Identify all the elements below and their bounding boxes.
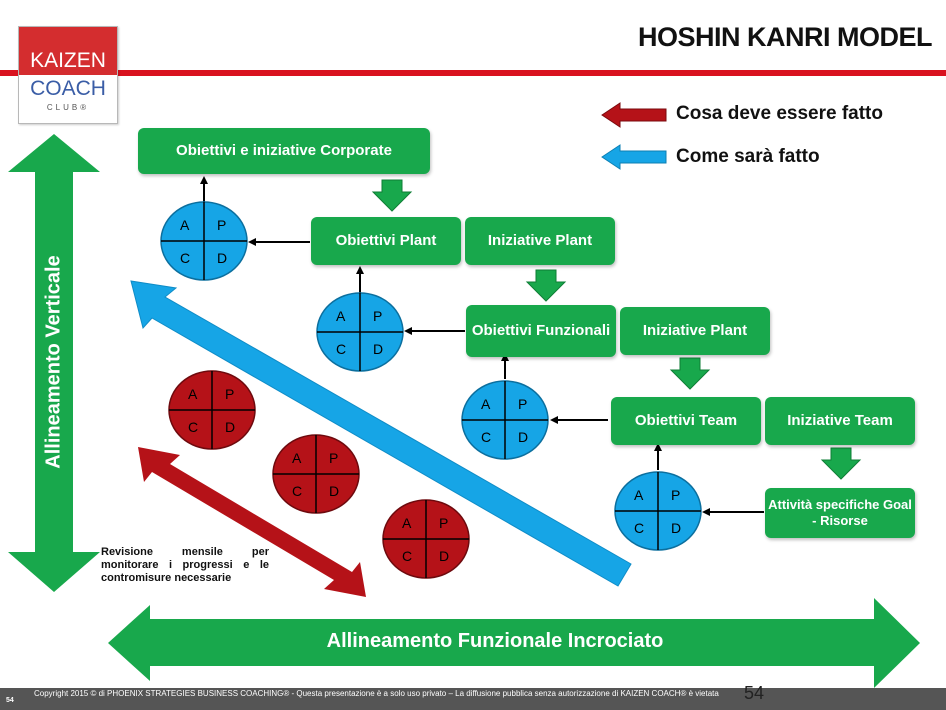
- pdca-a: A: [292, 450, 302, 466]
- horizontal-alignment-arrow: [108, 598, 920, 688]
- monthly-review-note: Revisione mensile per monitorare i progr…: [101, 546, 269, 585]
- pdca-letters-red-3: A P C D: [383, 500, 469, 578]
- pdca-c: C: [634, 520, 645, 536]
- pdca-letters-blue-2: A P C D: [317, 293, 403, 371]
- legend-red-arrow: [601, 102, 667, 128]
- pdca-letters-blue-3: A P C D: [462, 381, 548, 459]
- pdca-circle-blue-1: [160, 201, 248, 281]
- logo: KAIZEN COACH CLUB®: [18, 26, 118, 124]
- down-arrow-2: [525, 269, 567, 302]
- page-title: HOSHIN KANRI MODEL: [638, 22, 933, 52]
- box-attivita-specifiche: Attività specifiche Goal - Risorse: [765, 488, 915, 538]
- header-rule: [0, 70, 946, 76]
- logo-line-3: CLUB®: [46, 103, 90, 112]
- pdca-a: A: [634, 487, 644, 503]
- pdca-circle-red-3: [382, 499, 470, 579]
- pdca-d: D: [329, 483, 340, 499]
- footer-copyright: Copyright 2015 © di PHOENIX STRATEGIES B…: [34, 689, 719, 698]
- box-iniziative-team: Iniziative Team: [765, 397, 915, 445]
- pdca-circle-blue-4: [614, 471, 702, 551]
- down-arrow-3: [669, 357, 711, 390]
- pdca-circle-blue-3: [461, 380, 549, 460]
- pdca-c: C: [188, 419, 199, 435]
- pdca-c: C: [481, 429, 492, 445]
- down-arrow-4: [820, 447, 862, 480]
- pdca-a: A: [180, 217, 190, 233]
- pdca-d: D: [225, 419, 236, 435]
- logo-band: [19, 27, 117, 75]
- box-iniziative-plant-2: Iniziative Plant: [620, 307, 770, 355]
- blue-diagonal-arrow: [130, 280, 632, 587]
- pdca-p: P: [373, 308, 383, 324]
- pdca-p: P: [518, 396, 528, 412]
- pdca-c: C: [336, 341, 347, 357]
- pdca-p: P: [439, 515, 449, 531]
- pdca-letters-blue-4: A P C D: [615, 472, 701, 550]
- pdca-d: D: [671, 520, 682, 536]
- red-diagonal-arrow: [138, 447, 366, 597]
- box-obiettivi-funzionali: Obiettivi Funzionali: [466, 305, 616, 357]
- pdca-a: A: [481, 396, 491, 412]
- legend-red-label: Cosa deve essere fatto: [676, 103, 883, 124]
- pdca-p: P: [217, 217, 227, 233]
- vertical-alignment-label: Allineamento Verticale: [42, 255, 65, 469]
- slide-number: 54: [744, 683, 765, 703]
- pdca-letters-red-1: A P C D: [169, 371, 255, 449]
- logo-line-2: COACH: [30, 77, 106, 100]
- pdca-d: D: [373, 341, 384, 357]
- pdca-d: D: [518, 429, 529, 445]
- footer-bar: 54 Copyright 2015 © di PHOENIX STRATEGIE…: [0, 688, 946, 710]
- pdca-circle-red-1: [168, 370, 256, 450]
- pdca-circle-red-2: [272, 434, 360, 514]
- pdca-a: A: [402, 515, 412, 531]
- pdca-circle-blue-2: [316, 292, 404, 372]
- footer-page-number: 54: [6, 697, 14, 704]
- pdca-a: A: [188, 386, 198, 402]
- pdca-p: P: [671, 487, 681, 503]
- box-corporate: Obiettivi e iniziative Corporate: [138, 128, 430, 174]
- box-obiettivi-team: Obiettivi Team: [611, 397, 761, 445]
- logo-line-1: KAIZEN: [30, 49, 106, 72]
- pdca-c: C: [402, 548, 413, 564]
- legend-blue-arrow: [601, 144, 667, 170]
- pdca-c: C: [292, 483, 303, 499]
- pdca-d: D: [439, 548, 450, 564]
- legend-blue-label: Come sarà fatto: [676, 146, 820, 167]
- horizontal-alignment-label: Allineamento Funzionale Incrociato: [326, 630, 664, 652]
- box-obiettivi-plant: Obiettivi Plant: [311, 217, 461, 265]
- pdca-letters-red-2: A P C D: [273, 435, 359, 513]
- down-arrow-1: [371, 179, 413, 212]
- pdca-letters-blue-1: A P C D: [161, 202, 247, 280]
- pdca-p: P: [225, 386, 235, 402]
- pdca-p: P: [329, 450, 339, 466]
- box-iniziative-plant-1: Iniziative Plant: [465, 217, 615, 265]
- pdca-d: D: [217, 250, 228, 266]
- pdca-c: C: [180, 250, 191, 266]
- pdca-a: A: [336, 308, 346, 324]
- vertical-alignment-arrow: [8, 134, 100, 592]
